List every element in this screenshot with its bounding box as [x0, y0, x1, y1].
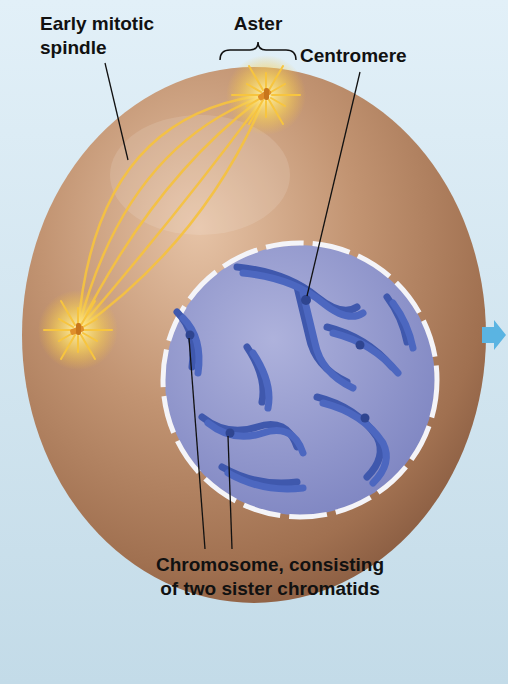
aster-rays	[232, 66, 300, 124]
leader-line	[189, 338, 205, 549]
cell-body	[22, 67, 486, 603]
aster-bracket	[220, 42, 296, 60]
chromatid	[253, 353, 269, 408]
aster-rays	[44, 301, 112, 359]
nucleus-body	[165, 245, 435, 515]
spindle-fibers	[78, 95, 266, 330]
chromatid	[323, 403, 386, 483]
centromere-dot	[361, 414, 370, 423]
chromatid	[208, 423, 303, 453]
aster-glow	[38, 290, 118, 370]
chromatid	[333, 333, 398, 373]
centromere-dot	[226, 429, 235, 438]
spindle-fiber	[78, 95, 266, 330]
leader-lines	[105, 63, 360, 549]
leader-line	[228, 436, 232, 549]
chromosomes	[177, 267, 413, 489]
part-label: Centromere	[300, 44, 450, 68]
spindle-fiber	[78, 95, 266, 330]
leader-line	[105, 63, 128, 160]
centriole	[264, 88, 269, 100]
spindle-fiber	[78, 95, 266, 330]
leader-line	[307, 72, 360, 296]
chromatid	[303, 293, 353, 388]
centromere-dot	[301, 295, 311, 305]
aster-left	[38, 290, 118, 370]
chromatid-set-a	[177, 267, 407, 483]
chromatid	[393, 303, 413, 348]
nuclear-envelope	[163, 243, 437, 517]
chromatid	[228, 473, 303, 489]
aster-glow	[226, 55, 306, 135]
part-label: Early mitotic spindle	[40, 12, 170, 60]
centriole	[76, 323, 81, 335]
nucleus	[163, 243, 437, 517]
centromere-dot	[356, 341, 365, 350]
next-stage-arrow	[482, 320, 506, 350]
centromere-dots	[186, 295, 370, 438]
spindle-fiber	[78, 95, 266, 330]
centriole	[257, 88, 272, 101]
part-label: Aster	[226, 12, 290, 36]
spindle-fiber	[78, 95, 266, 330]
centromere-dot	[186, 331, 195, 340]
part-label: Chromosome, consisting of two sister chr…	[150, 553, 390, 601]
aster-top	[226, 55, 306, 135]
chromatid-set-b	[183, 273, 413, 489]
